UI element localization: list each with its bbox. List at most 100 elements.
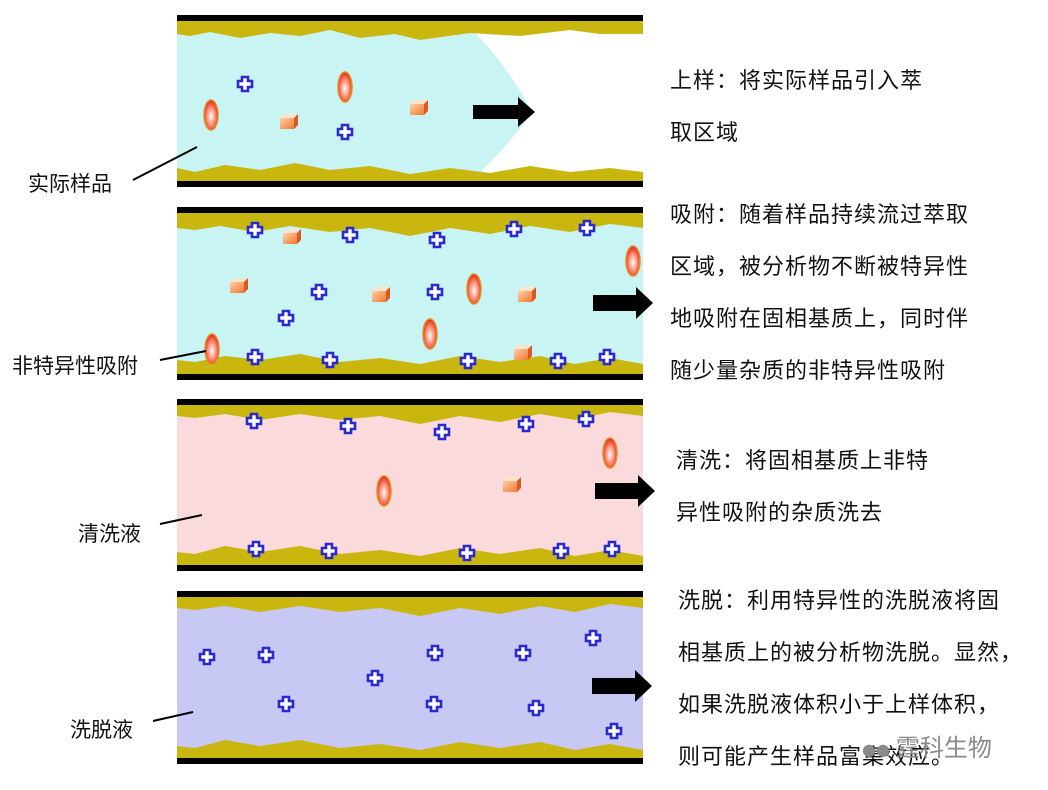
impurity-ellipse — [422, 318, 438, 350]
analyte-particle — [598, 348, 616, 366]
description-line: 如果洗脱液体积小于上样体积， — [678, 693, 1001, 718]
analyte-particle — [198, 648, 216, 666]
tube-wall-top — [177, 591, 643, 597]
impurity-ellipse — [376, 475, 392, 507]
analyte-particle — [458, 544, 476, 562]
description-line: 上样：将实际样品引入萃 — [670, 69, 924, 94]
tube-wall-top — [177, 399, 643, 405]
analyte-particle — [425, 695, 443, 713]
matrix-top — [177, 212, 643, 236]
analyte-particle — [459, 352, 477, 370]
step-elution-description: 洗脱：利用特异性的洗脱液将固 相基质上的被分析物洗脱。显然， 如果洗脱液体积小于… — [678, 576, 1023, 784]
analyte-particle — [433, 423, 451, 441]
impurity-cube — [503, 477, 521, 492]
sample-fluid — [177, 20, 532, 182]
flow-arrow — [592, 670, 652, 702]
panel-adsorption — [159, 207, 653, 380]
analyte-particle — [257, 646, 275, 664]
analyte-particle — [552, 542, 570, 560]
impurity-cube — [514, 345, 532, 360]
analyte-particle — [320, 542, 338, 560]
impurity-ellipse — [203, 99, 219, 131]
analyte-particle — [245, 412, 263, 430]
label-sample: 实际样品 — [28, 172, 112, 196]
impurity-ellipse — [204, 333, 220, 365]
step-washing-description: 清洗：将固相基质上非特 异性吸附的杂质洗去 — [676, 436, 929, 540]
wash-fluid — [177, 404, 643, 566]
matrix-top — [177, 596, 643, 616]
elution-fluid — [177, 596, 643, 760]
description-line: 区域，被分析物不断被特异性 — [670, 255, 970, 280]
analyte-particle — [246, 348, 264, 366]
analyte-particle — [584, 629, 602, 647]
tube-wall-bottom — [177, 758, 643, 764]
label-pointer — [159, 514, 203, 525]
analyte-particle — [339, 417, 357, 435]
impurity-ellipse — [466, 273, 482, 305]
analyte-particle — [247, 540, 265, 558]
description-line: 地吸附在固相基质上，同时伴 — [670, 307, 970, 332]
analyte-particle — [426, 283, 444, 301]
analyte-particle — [277, 695, 295, 713]
impurity-ellipse — [602, 437, 618, 469]
description-line: 取区域 — [670, 121, 740, 146]
impurity-cube — [518, 287, 536, 302]
watermark: ●●霆科生物 — [862, 728, 992, 763]
analyte-particle — [577, 410, 595, 428]
watermark-text: 霆科生物 — [895, 734, 992, 762]
flow-arrow — [593, 287, 653, 319]
analyte-particle — [505, 220, 523, 238]
label-wash-solution: 清洗液 — [78, 522, 141, 546]
sample-fluid — [177, 212, 643, 376]
analyte-particle — [246, 221, 264, 239]
matrix-top — [177, 404, 643, 424]
analyte-particle — [578, 219, 596, 237]
matrix-top — [177, 20, 643, 40]
label-pointer — [152, 711, 194, 722]
impurity-cube — [283, 229, 301, 244]
description-line: 相基质上的被分析物洗脱。显然， — [678, 641, 1024, 666]
description-line: 随少量杂质的非特异性吸附 — [670, 359, 947, 384]
analyte-particle — [426, 644, 444, 662]
tube-wall-bottom — [177, 181, 643, 187]
description-line: 异性吸附的杂质洗去 — [676, 501, 884, 526]
impurity-ellipse — [337, 71, 353, 103]
analyte-particle — [517, 415, 535, 433]
analyte-particle — [549, 352, 567, 370]
matrix-bottom — [177, 546, 643, 566]
label-pointer — [132, 146, 198, 181]
impurity-cube — [280, 114, 298, 129]
analyte-particle — [277, 309, 295, 327]
analyte-particle — [514, 644, 532, 662]
label-nonspecific-adsorption: 非特异性吸附 — [12, 354, 138, 378]
tube-wall-top — [177, 207, 643, 213]
tube-wall-top — [177, 15, 643, 21]
analyte-particle — [341, 226, 359, 244]
step-loading-description: 上样：将实际样品引入萃 取区域 — [670, 56, 923, 160]
label-pointer — [159, 350, 207, 361]
analyte-particle — [527, 699, 545, 717]
analyte-particle — [603, 540, 621, 558]
impurity-cube — [230, 278, 248, 293]
step-adsorption-description: 吸附：随着样品持续流过萃取 区域，被分析物不断被特异性 地吸附在固相基质上，同时… — [670, 190, 969, 398]
analyte-particle — [605, 722, 623, 740]
matrix-bottom — [177, 740, 643, 760]
matrix-bottom — [177, 163, 643, 182]
tube-wall-bottom — [177, 374, 643, 380]
tube-wall-bottom — [177, 565, 643, 571]
wechat-icon: ●● — [862, 739, 890, 759]
description-line: 吸附：随着样品持续流过萃取 — [670, 203, 970, 228]
analyte-particle — [236, 75, 254, 93]
label-elution-solution: 洗脱液 — [70, 718, 133, 742]
panel-elution — [152, 591, 652, 764]
description-line: 洗脱：利用特异性的洗脱液将固 — [678, 589, 1001, 614]
impurity-cube — [410, 100, 428, 115]
impurity-ellipse — [625, 245, 641, 277]
analyte-particle — [428, 231, 446, 249]
analyte-particle — [321, 351, 339, 369]
analyte-particle — [310, 283, 328, 301]
description-line: 则可能产生样品富集效应。 — [678, 745, 955, 770]
impurity-cube — [372, 287, 390, 302]
panel-loading — [132, 15, 643, 187]
